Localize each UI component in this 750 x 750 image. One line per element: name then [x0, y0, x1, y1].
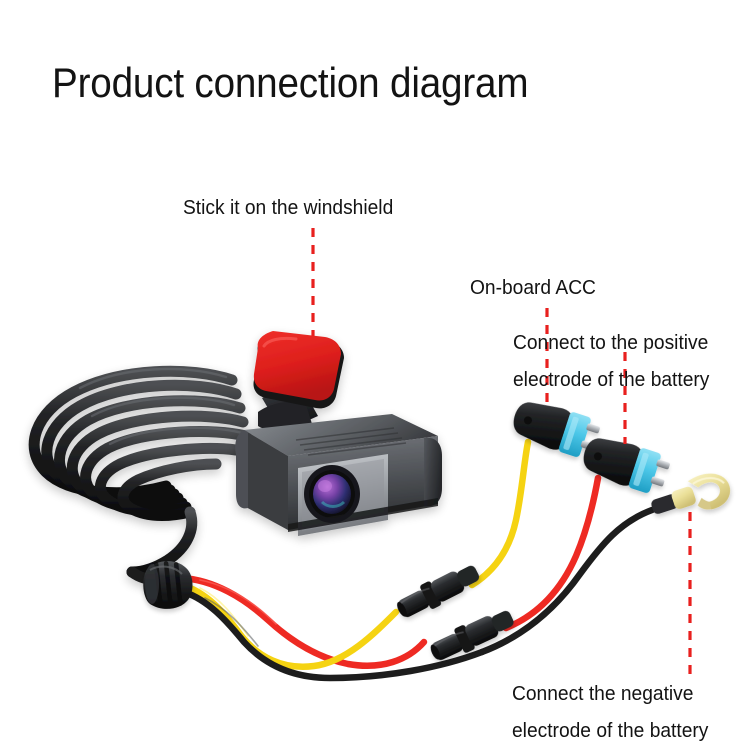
fuse-tap-acc [513, 402, 600, 457]
fuse-tap-battery-positive [583, 438, 670, 493]
wire-yellow-segment-b [468, 438, 532, 589]
callout-label-positive-line1: Connect to the positive [513, 332, 709, 354]
page-title: Product connection diagram [52, 59, 529, 106]
cable-coil [28, 365, 252, 586]
cable-splitter [143, 561, 193, 609]
callout-label-acc: On-board ACC [470, 277, 596, 299]
dashcam-end-cap [424, 437, 442, 507]
wire-yellow-segment-a [178, 581, 400, 670]
wire-red-segment-b [502, 474, 602, 632]
wire-red-segment-a [178, 574, 428, 669]
wire-black-segment-b [478, 506, 656, 656]
callout-label-negative-line2: electrode of the battery [512, 720, 709, 742]
inline-connector-red [430, 610, 514, 660]
callout-label-negative-line1: Connect the negative [512, 683, 694, 705]
wire-harness [178, 438, 656, 682]
callout-label-windshield: Stick it on the windshield [183, 197, 394, 219]
dashcam-front-face [244, 430, 288, 530]
dashcam-adhesive-mount [253, 331, 344, 409]
inline-connector-yellow [397, 565, 480, 618]
dashcam-speaker-grille [295, 427, 407, 456]
dashcam [235, 331, 442, 536]
callout-label-positive-line2: electrode of the battery [513, 369, 710, 391]
ring-terminal-ground [651, 473, 731, 514]
callout-leader-lines [311, 228, 692, 678]
wire-black-segment-a [180, 588, 486, 682]
dashcam-lens [304, 465, 360, 523]
